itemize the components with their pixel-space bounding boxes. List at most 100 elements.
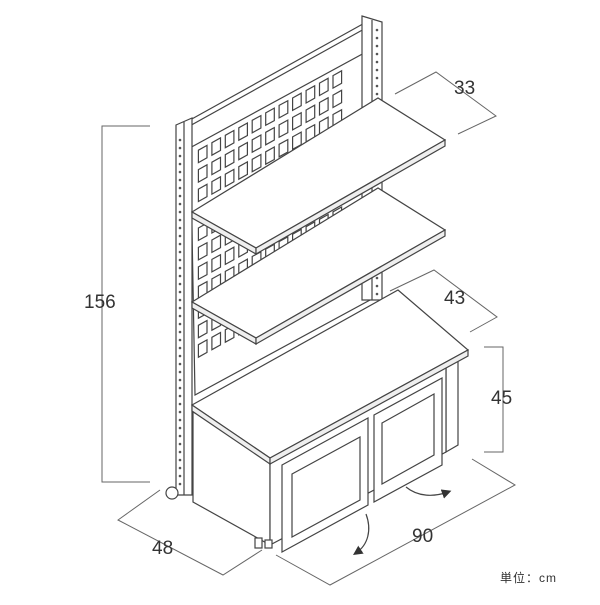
lattice-cell <box>305 84 316 105</box>
lattice-cell <box>251 114 262 134</box>
post-hole <box>178 458 182 462</box>
post-hole <box>375 92 379 96</box>
caster-wheel <box>165 486 179 500</box>
post-hole <box>178 450 182 454</box>
post-hole <box>178 426 182 430</box>
post-hole <box>178 482 182 486</box>
post-hole <box>178 362 182 366</box>
lattice-cell <box>332 89 343 109</box>
post-hole <box>178 186 182 190</box>
lattice-cell <box>238 160 248 181</box>
post-hole <box>178 242 182 246</box>
dimension-depth-label: 48 <box>152 538 173 559</box>
lattice-cell <box>211 331 222 351</box>
post-hole <box>178 154 182 158</box>
post-hole <box>375 84 379 88</box>
post-hole <box>178 378 182 382</box>
lattice-cell <box>292 92 302 112</box>
dimension-height <box>101 125 150 483</box>
post-hole <box>178 386 182 390</box>
post-hole <box>178 138 182 142</box>
lattice-cell <box>305 104 316 124</box>
lattice-cell <box>197 241 208 261</box>
lattice-cell <box>211 253 222 273</box>
post-hole <box>178 170 182 174</box>
lattice-cell <box>211 136 222 157</box>
post-hole <box>178 202 182 206</box>
post-hole <box>178 282 182 286</box>
post-hole <box>178 146 182 150</box>
top-shelf <box>190 97 447 256</box>
lattice-cell <box>278 99 289 119</box>
lattice-cell <box>197 338 208 359</box>
post-hole <box>178 298 182 302</box>
lattice-cell <box>251 153 262 173</box>
post-hole <box>178 346 182 350</box>
lattice-cell <box>224 148 235 169</box>
dimension-cabinet-height-label: 45 <box>491 388 512 409</box>
cabinet <box>165 289 470 554</box>
dimension-width-label: 90 <box>412 526 433 547</box>
post-hole <box>375 60 379 64</box>
post-hole <box>178 394 182 398</box>
lattice-cell <box>197 144 208 164</box>
post-hole <box>178 370 182 374</box>
post-hole <box>178 442 182 446</box>
lattice-cell <box>197 163 208 184</box>
dimension-shelf-depth <box>394 71 497 135</box>
lattice-cell <box>318 77 329 97</box>
lattice-cell <box>197 261 208 281</box>
post-hole <box>178 250 182 254</box>
lattice-cell <box>224 246 235 266</box>
post-hole <box>178 418 182 422</box>
lattice-cell <box>265 107 275 127</box>
post-hole <box>178 338 182 342</box>
post-hole <box>178 474 182 478</box>
post-hole <box>178 266 182 270</box>
dimension-counter-depth <box>389 269 498 333</box>
lattice-cell <box>318 96 329 117</box>
lattice-cell <box>332 69 343 90</box>
post-hole <box>178 162 182 166</box>
post-hole <box>178 226 182 230</box>
lattice-cell <box>224 129 235 149</box>
dimension-counter-depth-label: 43 <box>444 288 465 309</box>
dimension-height-label: 156 <box>84 292 116 313</box>
post-hole <box>178 178 182 182</box>
post-hole <box>178 210 182 214</box>
post-hole <box>375 292 379 296</box>
lattice-cell <box>278 138 289 158</box>
swing-door-arrow-icon <box>405 486 452 499</box>
post-hole <box>178 330 182 334</box>
lattice-cell <box>197 319 208 339</box>
lattice-cell <box>211 175 222 196</box>
post-hole <box>375 76 379 80</box>
lattice-cell <box>197 183 208 203</box>
post-hole <box>178 402 182 406</box>
post-hole <box>178 466 182 470</box>
lattice-cell <box>238 141 248 161</box>
post-hole <box>375 276 379 280</box>
dimension-shelf-depth-label: 33 <box>454 78 475 99</box>
dimension-depth <box>117 489 263 576</box>
unit-label: 単位：cm <box>500 570 557 585</box>
post-hole <box>178 274 182 278</box>
post-hole <box>178 234 182 238</box>
lattice-cell <box>211 234 222 254</box>
middle-shelf <box>190 187 447 346</box>
lattice-cell <box>292 111 302 131</box>
post-hole <box>178 314 182 318</box>
post-hole <box>178 306 182 310</box>
post-hole <box>178 322 182 326</box>
lattice-cell <box>238 121 248 142</box>
post-hole <box>178 258 182 262</box>
post-hole <box>178 434 182 438</box>
lattice-cell <box>224 168 235 188</box>
post-hole <box>375 68 379 72</box>
post-hole <box>375 284 379 288</box>
post-hole <box>375 44 379 48</box>
post-hole <box>375 28 379 32</box>
lattice-cell <box>265 145 275 166</box>
